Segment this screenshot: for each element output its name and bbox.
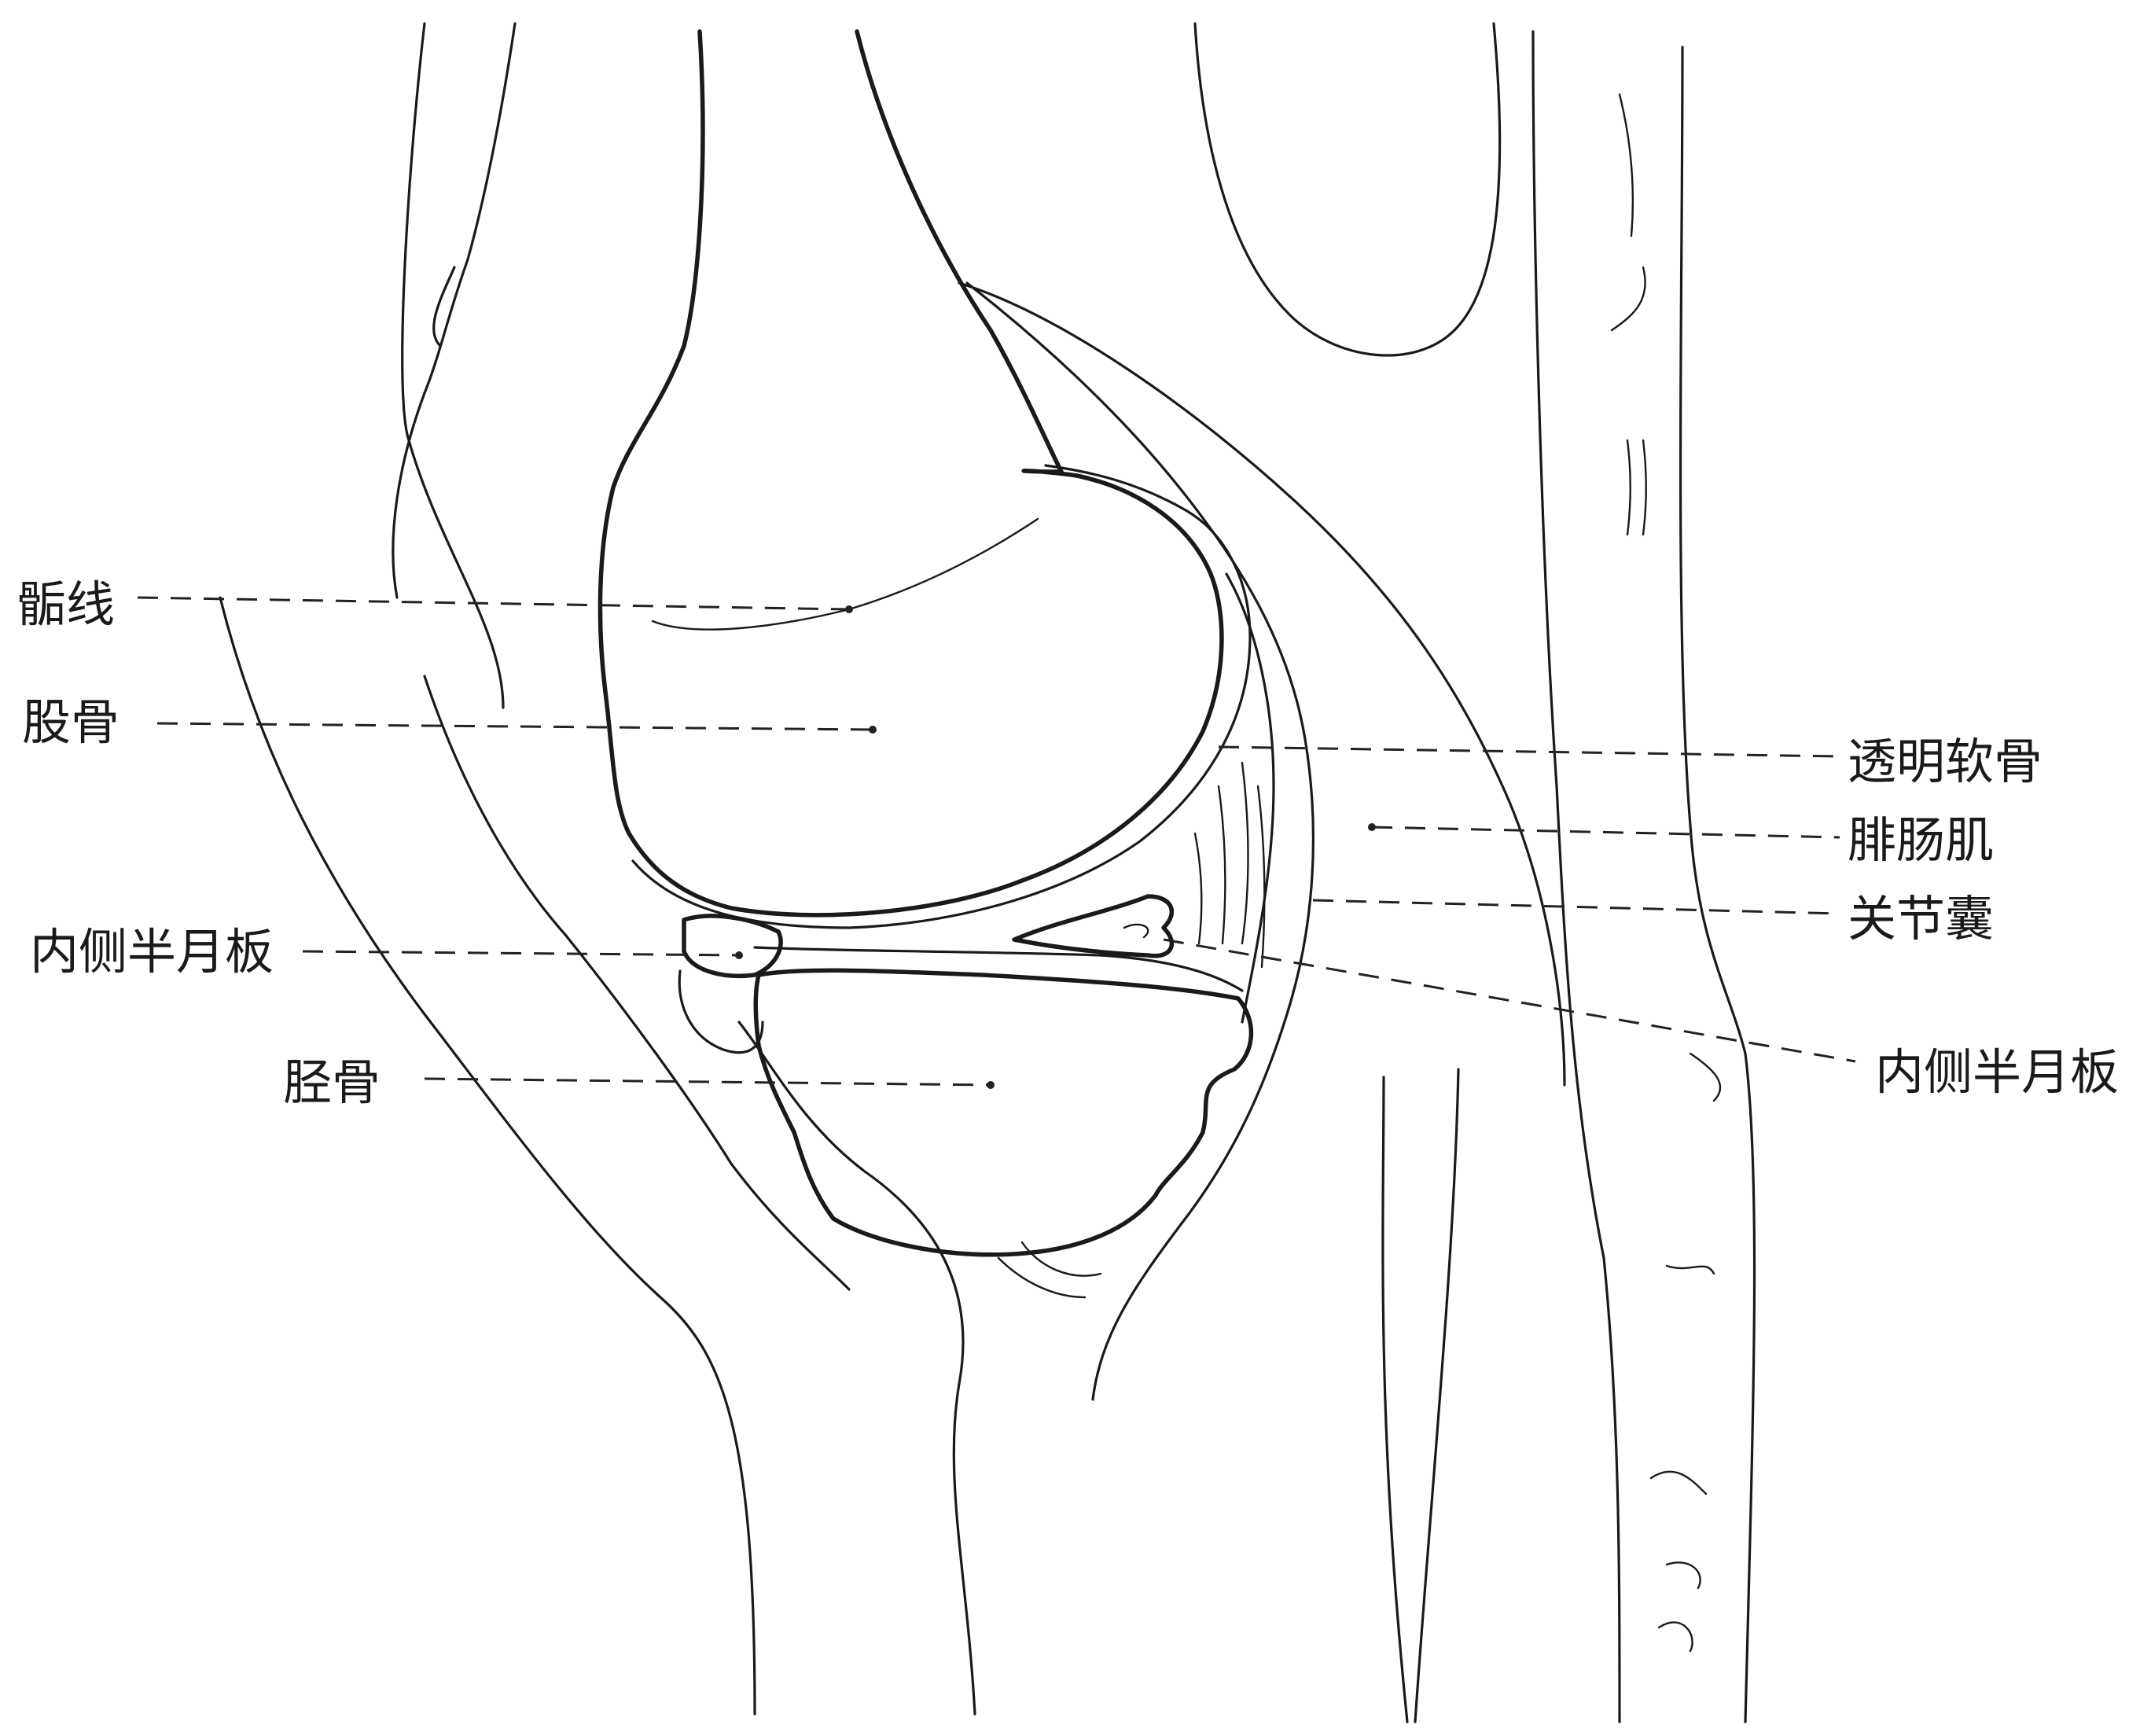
soft-tissue-outlines [220,24,975,1714]
medial-meniscus-anterior [684,916,781,976]
calf-lower-1 [1383,1077,1407,1722]
capsule-fiber-3 [1195,833,1201,943]
femur-shaft-front [600,31,702,833]
anterior-thigh-outline [403,24,503,708]
leader-tibia [425,1079,991,1085]
skin-crease-8 [1667,1562,1701,1588]
femur-shaft-back [857,31,1061,472]
leader-hyaline-cartilage [1219,747,1840,756]
label-medial-meniscus-right: 内侧半月板 [1875,1043,2119,1101]
leader-dot-meniscus-left [735,951,743,959]
tibia-trabecula-2 [998,1258,1085,1297]
label-tibia: 胫骨 [283,1054,381,1111]
anterior-skin-line [220,598,755,1714]
tibia [755,947,1251,1297]
epiphyseal-line [653,519,1038,630]
popliteal-skin [1195,24,1500,355]
patellar-tendon [425,676,849,1289]
leader-medial-meniscus-left [303,951,739,955]
leader-dot-gastrocnemius [1368,823,1376,831]
patella-outline [393,24,515,598]
femoral-condyle [629,471,1222,915]
leader-joint-capsule [1313,900,1840,914]
skin-crease-3 [1643,440,1646,535]
posterior-skin-1 [1533,31,1620,1722]
anterior-meniscus-lower [679,971,763,1053]
skin-crease-6 [1667,1266,1714,1274]
label-femur: 股骨 [22,693,120,751]
label-medial-meniscus-left: 内侧半月板 [30,923,274,980]
femur [600,31,1250,928]
leader-dot-tibia [987,1081,995,1089]
tibia-outline [756,970,1251,1255]
calf-lower-2 [1415,1069,1458,1722]
leader-femur [157,723,873,730]
label-hyaline-cartilage: 透明软骨 [1848,733,2043,790]
fat-pad-outline [739,1022,975,1714]
skin-crease-1 [1620,94,1633,236]
capsule-fiber-1 [1242,763,1248,943]
label-epiphyseal-line: 骺线 [17,576,115,633]
meniscus-detail [1124,925,1148,937]
skin-crease-9 [1659,1622,1693,1651]
skin-crease-7 [1651,1472,1706,1494]
posterior-skin-2 [1681,47,1755,1722]
label-joint-capsule: 关节囊 [1848,890,1994,947]
posterior-structures [959,24,1755,1722]
hyaline-cartilage-layer [633,465,1250,928]
leader-gastrocnemius [1372,827,1840,837]
leader-dot-epiphyseal [845,605,853,613]
medial-meniscus-posterior [1014,896,1171,956]
skin-crease-2 [1627,440,1631,535]
leader-medial-meniscus-right [1164,940,1855,1061]
leader-epiphyseal-line [138,598,849,609]
label-gastrocnemius: 腓肠肌 [1848,811,1994,869]
capsule-fiber-2 [1219,786,1225,943]
skin-crease-5 [1690,1054,1720,1101]
skin-crease-4 [1612,267,1645,330]
leader-lines [138,598,1855,1089]
labels: 骺线 股骨 内侧半月板 胫骨 透明软骨 腓肠肌 关节囊 内侧半月板 [17,576,2119,1111]
leader-dot-femur [869,726,877,734]
